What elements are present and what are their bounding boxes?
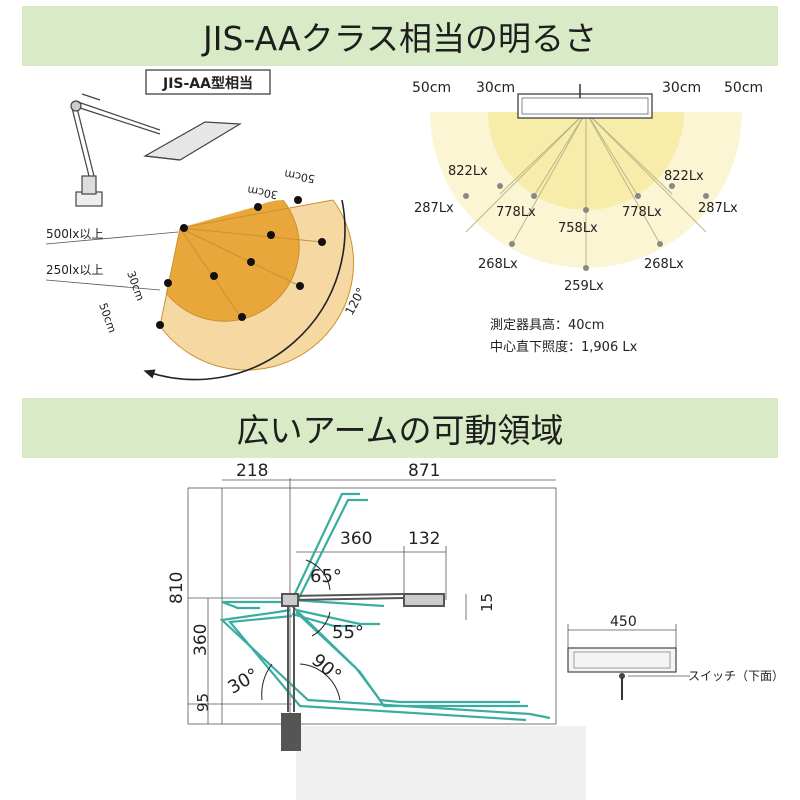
lamp-head [517,93,653,119]
radius-30-side: 30cm [124,269,147,302]
legend-250lx: 250lx以上 [46,263,103,277]
dim-132: 132 [408,529,440,549]
lux-center: 758Lx [558,221,598,236]
dim-360-arm: 360 [340,529,372,549]
dim-810: 810 [167,572,187,604]
dim-95: 95 [194,693,212,712]
dist-right-50: 50cm [724,80,763,96]
lux-mid-left: 778Lx [496,205,536,220]
desk-surface [296,726,586,800]
ray-lines [465,111,707,268]
section2-title: 広いアームの可動領域 [22,398,778,458]
center-lux: 中心直下照度：1,906 Lx [490,340,638,355]
lux-outer-left-low: 268Lx [478,257,518,272]
right-illumination-diagram: 50cm 30cm 30cm 50cm 822Lx 822Lx 287Lx 28… [412,80,763,294]
legend-500lx: 500lx以上 [46,227,103,241]
dim-450: 450 [610,614,637,630]
current-arm [281,593,445,751]
lux-points [463,183,709,271]
type-badge-text: JIS-AA型相当 [162,75,253,92]
radius-30-top: 30cm [246,183,279,201]
dim-15: 15 [478,593,496,612]
left-illumination-diagram: JIS-AA型相当 [45,69,368,381]
lux-mid-right: 778Lx [622,205,662,220]
angle-65: 65° [310,566,342,587]
radius-50-top: 50cm [283,167,316,185]
dist-left-30: 30cm [476,80,515,96]
lux-inner-right: 822Lx [664,169,704,184]
lux-outer-left-high: 287Lx [414,201,454,216]
measure-height: 測定器具高：40cm [490,318,605,333]
lux-inner-left: 822Lx [448,164,488,179]
lux-outer-center: 259Lx [564,279,604,294]
dim-871: 871 [408,461,440,481]
type-badge [145,69,271,95]
arm-range-outlines [219,492,551,722]
lamp-sketch [70,93,242,207]
lux-outer-right-high: 287Lx [698,201,738,216]
angle-90: 90° [307,650,345,687]
fan-grid [159,199,354,371]
switch-label: スイッチ（下面） [688,669,784,683]
radius-50-side: 50cm [96,301,119,334]
head-top-view: 450 スイッチ（下面） [567,614,784,700]
dim-218: 218 [236,461,268,481]
dist-right-30: 30cm [662,80,701,96]
measure-points [156,196,326,329]
lux-outer-right-low: 268Lx [644,257,684,272]
arm-range-diagram: 218 871 360 132 15 810 360 95 65° 55° 30… [167,461,586,800]
angle-55: 55° [332,622,364,643]
dist-left-50: 50cm [412,80,451,96]
angle-30: 30° [224,664,262,698]
section1-title: JIS-AAクラス相当の明るさ [22,6,778,66]
dim-360-height: 360 [191,624,211,656]
angle-arc [143,199,346,381]
